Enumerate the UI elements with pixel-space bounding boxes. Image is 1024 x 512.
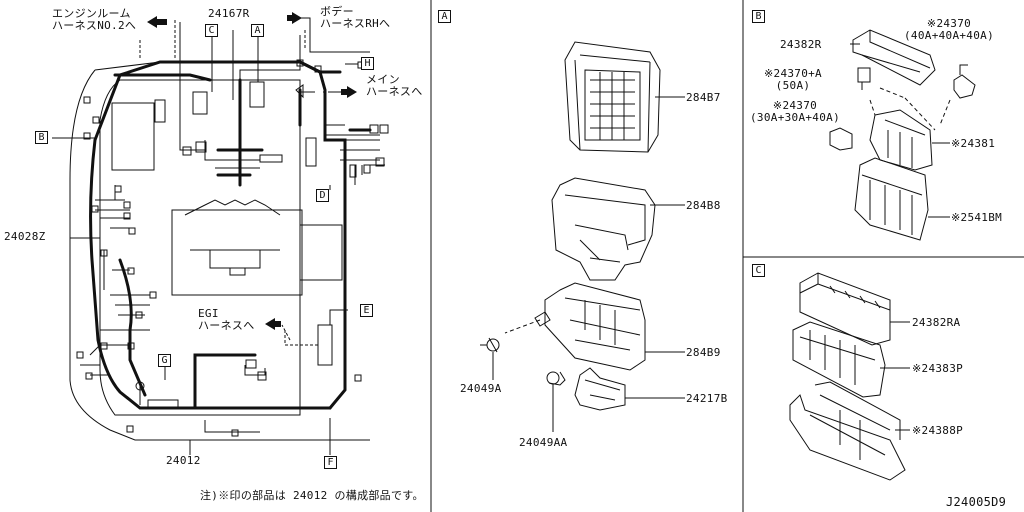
callout-engine-room-harness: エンジンルーム ハーネスNO.2へ xyxy=(52,7,137,32)
part-24028Z: 24028Z xyxy=(4,230,46,243)
marker-H: H xyxy=(361,57,374,70)
marker-A: A xyxy=(251,24,264,37)
part-24370A-50A: ※24370+A (50A) xyxy=(764,67,822,92)
marker-G: G xyxy=(158,354,171,367)
part-24370-30A-set: ※24370 (30A+30A+40A) xyxy=(750,99,840,124)
marker-D: D xyxy=(316,189,329,202)
marker-C: C xyxy=(205,24,218,37)
part-24382R: 24382R xyxy=(780,38,822,51)
callout-egi-harness: EGI ハーネスへ xyxy=(198,307,255,332)
panel-C-tag: C xyxy=(752,264,765,277)
marker-B: B xyxy=(35,131,48,144)
part-24370-40A-set: ※24370 (40A+40A+40A) xyxy=(904,17,994,42)
callout-main-harness: メイン ハーネスへ xyxy=(366,73,423,98)
footnote: 注)※印の部品は 24012 の構成部品です。 xyxy=(200,489,424,502)
part-2541BM: ※2541BM xyxy=(951,211,1003,224)
part-24382RA: 24382RA xyxy=(912,316,961,329)
part-24167R: 24167R xyxy=(208,7,250,20)
part-284B9: 284B9 xyxy=(686,346,721,359)
panel-B-tag: B xyxy=(752,10,765,23)
part-24383P: ※24383P xyxy=(912,362,964,375)
part-284B8: 284B8 xyxy=(686,199,721,212)
callout-body-harness-rh: ボデー ハーネスRHへ xyxy=(320,5,391,30)
part-24049A: 24049A xyxy=(460,382,502,395)
marker-E: E xyxy=(360,304,373,317)
part-24381: ※24381 xyxy=(951,137,996,150)
diagram-id: J24005D9 xyxy=(946,495,1007,509)
part-24049AA: 24049AA xyxy=(519,436,568,449)
part-284B7: 284B7 xyxy=(686,91,721,104)
part-24012: 24012 xyxy=(166,454,201,467)
panel-A-tag: A xyxy=(438,10,451,23)
marker-F: F xyxy=(324,456,337,469)
part-24388P: ※24388P xyxy=(912,424,964,437)
part-24217B: 24217B xyxy=(686,392,728,405)
